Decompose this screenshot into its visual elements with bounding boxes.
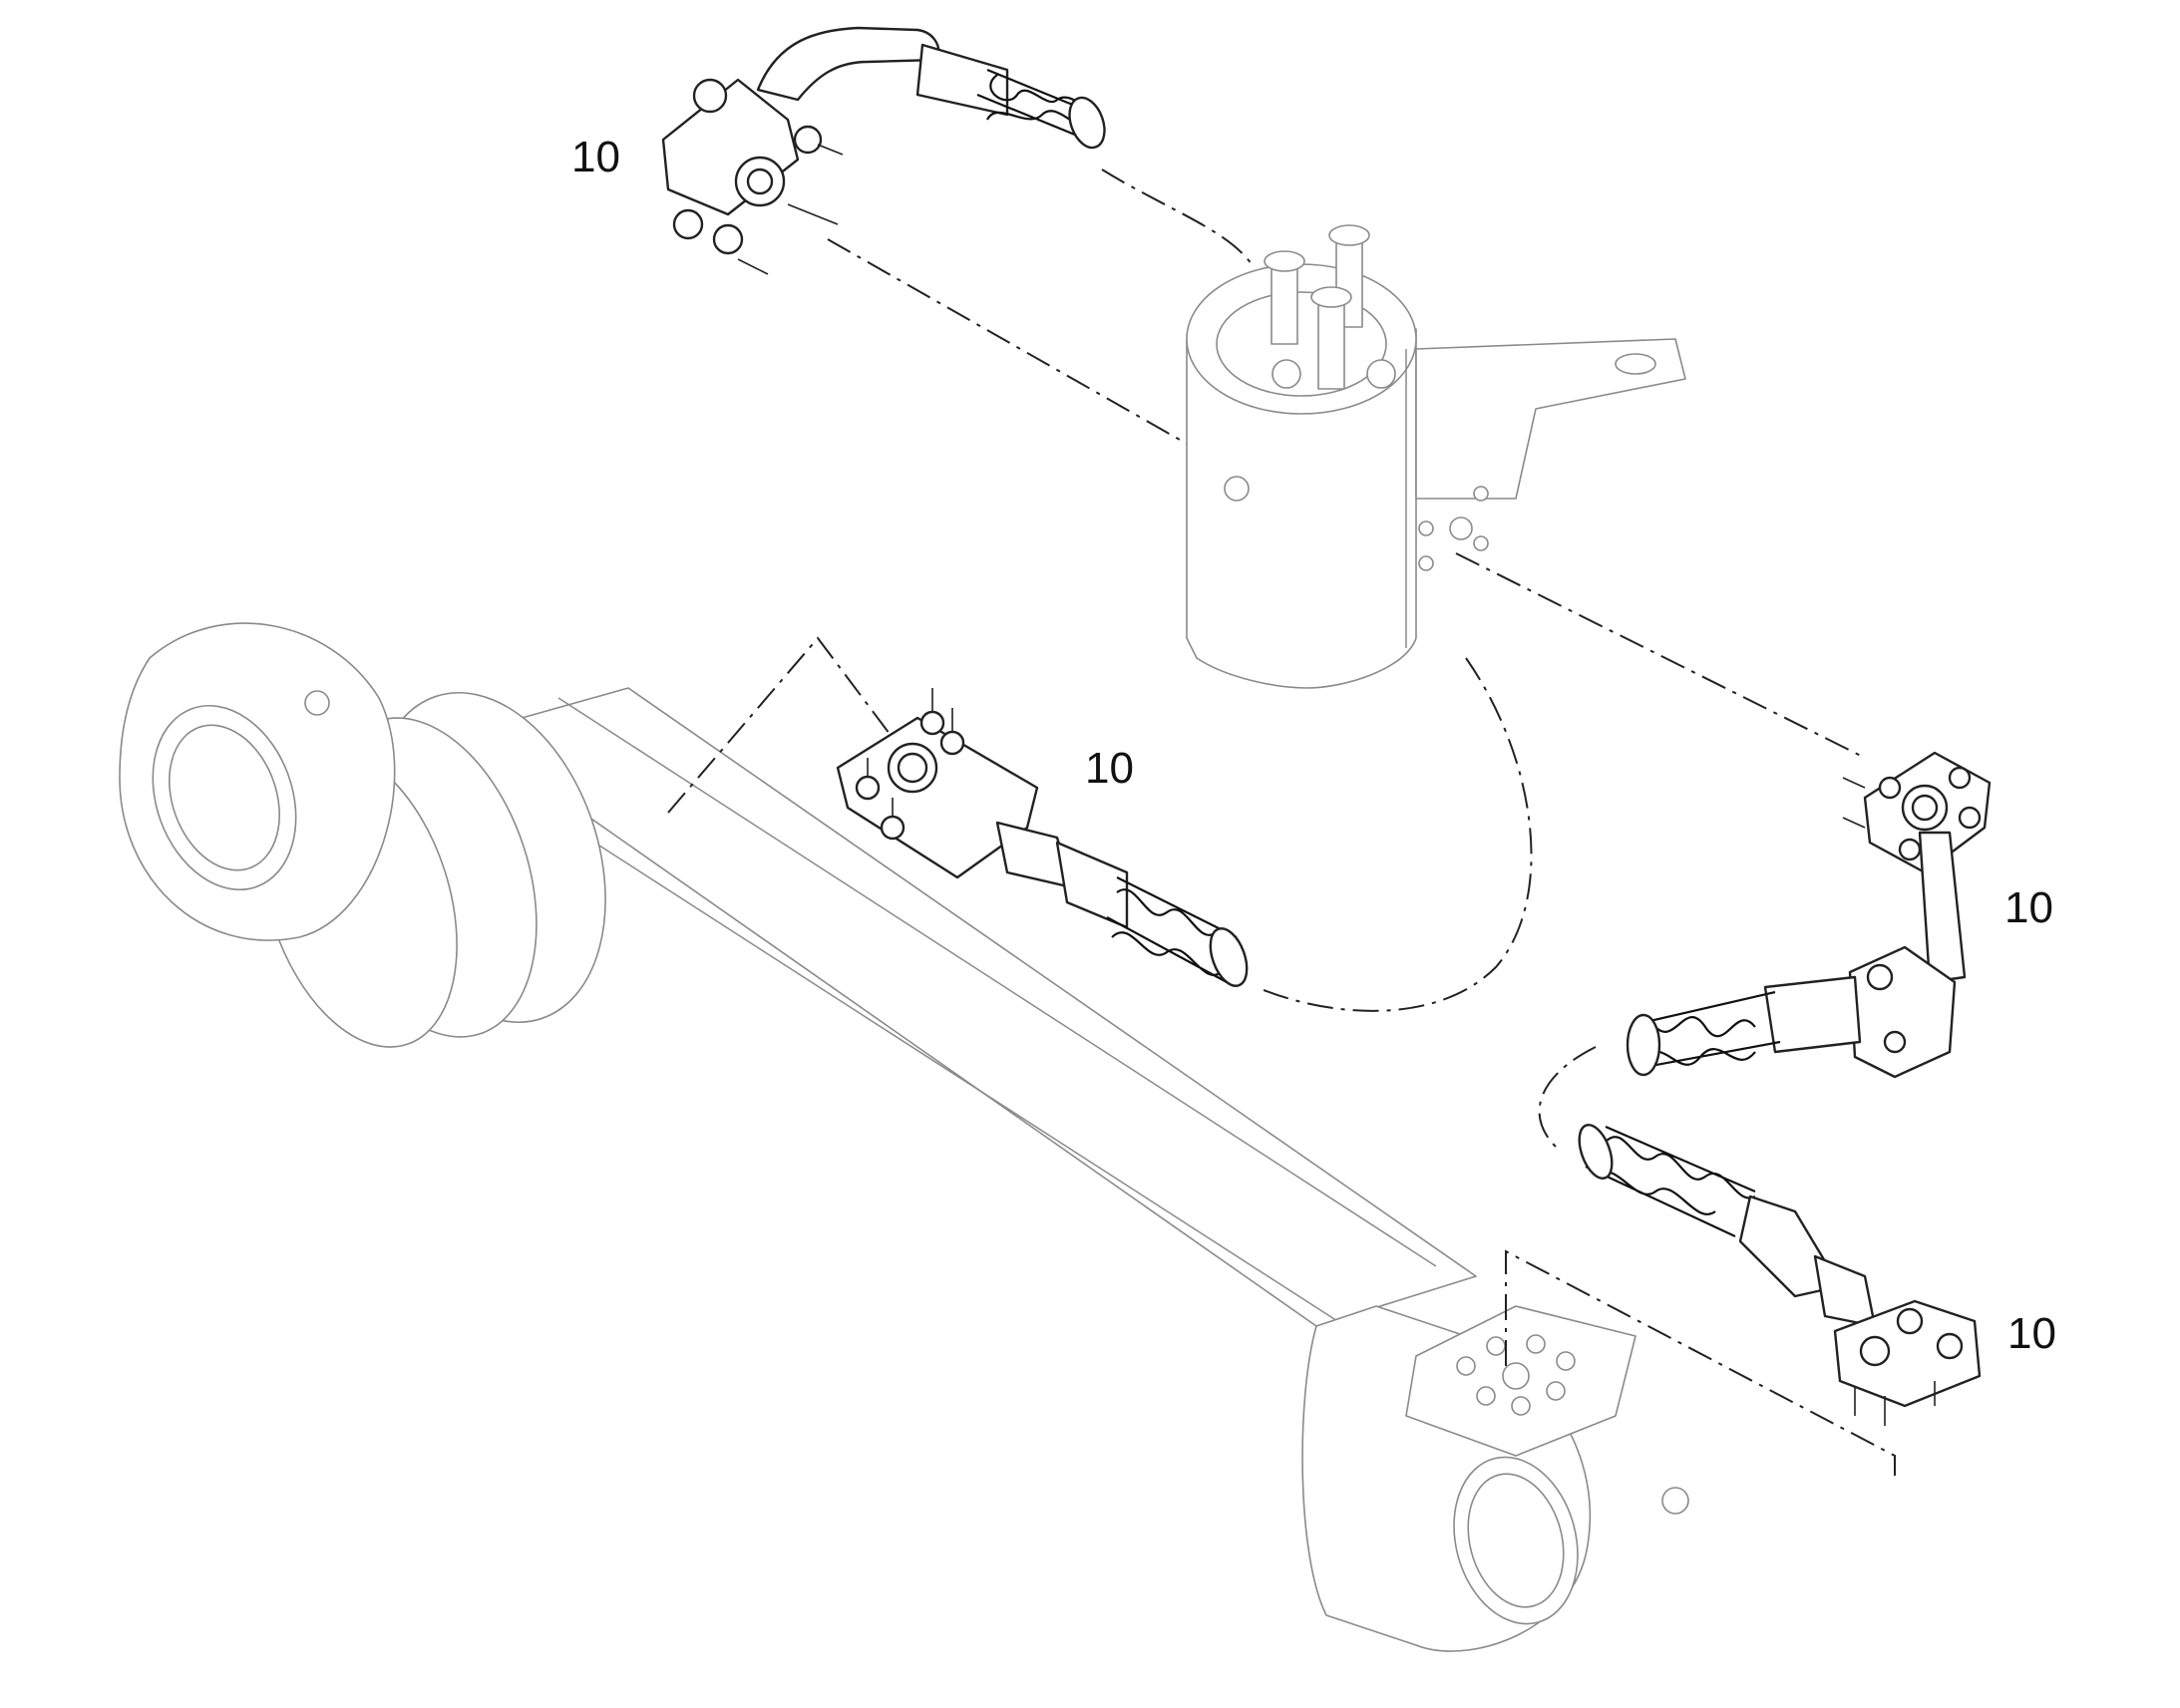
- hose-assembly-right-lower: [1578, 1124, 1982, 1426]
- hose-coil-spring-center: [1106, 876, 1249, 987]
- split-flange-right-lower: [1833, 1299, 1982, 1426]
- rod-eye-left: [119, 622, 396, 941]
- hose-coil-spring-right-lower: [1578, 1124, 1756, 1237]
- flange-block-center: [836, 688, 1039, 879]
- hydraulic-cylinder: [119, 622, 1689, 1652]
- split-flange-right-upper: [1842, 751, 1992, 874]
- hose-assembly-top: [661, 26, 1106, 275]
- cylinder-base-mount: [1301, 1305, 1689, 1652]
- elbow-flange-right-upper: [1848, 945, 1957, 1079]
- split-flange-top: [661, 78, 844, 275]
- hose-assembly-center: [836, 688, 1249, 987]
- port-bolt-holes: [1456, 1334, 1576, 1416]
- callout-label: 10: [2004, 883, 2053, 932]
- swivel-block: [1186, 224, 1686, 689]
- hose-coil-spring: [976, 68, 1106, 150]
- callout-labels: 10 10 10 10: [571, 133, 2056, 1358]
- hose-coil-spring-right-upper: [1626, 990, 1781, 1077]
- assembly-leader-lines: [667, 169, 1896, 1476]
- callout-label: 10: [1085, 744, 1134, 793]
- callout-label: 10: [2007, 1309, 2056, 1358]
- hose-assembly-right-upper: [1626, 751, 1992, 1079]
- cap-screws: [1264, 224, 1396, 390]
- callout-label: 10: [571, 133, 620, 181]
